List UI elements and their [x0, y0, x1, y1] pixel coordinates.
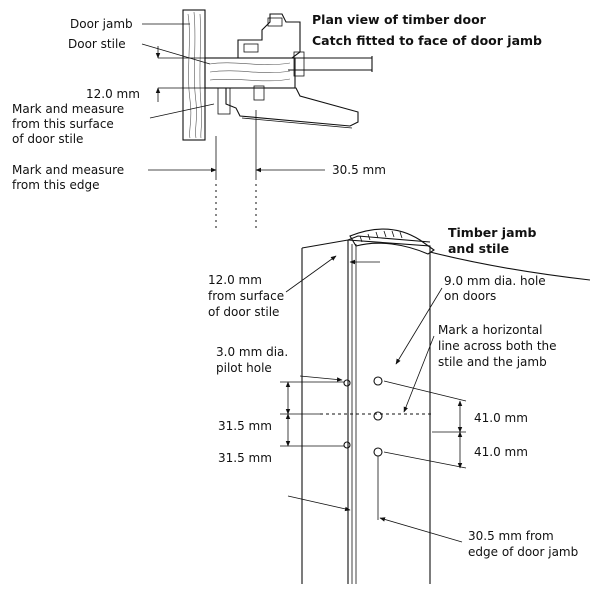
hole-9mm-bottom — [373, 447, 383, 457]
plan-view-drawing — [141, 9, 373, 232]
jamb-title-line2: and stile — [448, 241, 509, 256]
mark-line-line1: Mark a horizontal — [438, 323, 542, 337]
catch-lever — [225, 87, 359, 127]
mark-surface-line3: of door stile — [12, 132, 83, 146]
dim-31-5mm-bottom: 31.5 mm — [218, 451, 272, 465]
mark-edge-line2: from this edge — [12, 178, 99, 192]
door-jamb-label: Door jamb — [70, 17, 133, 31]
hole-9mm-middle — [373, 411, 383, 421]
jamb-title-line1: Timber jamb — [448, 225, 537, 240]
mark-line-line3: stile and the jamb — [438, 355, 547, 369]
mark-surface-line2: from this surface — [12, 117, 114, 131]
plan-view-title-line2: Catch fitted to face of door jamb — [312, 33, 542, 48]
pilot-hole-top — [343, 379, 351, 387]
dim-41mm-bottom: 41.0 mm — [474, 445, 528, 459]
pilot-hole-line2: pilot hole — [216, 361, 272, 375]
pilot-hole-line1: 3.0 mm dia. — [216, 345, 288, 359]
hole-9mm-line2: on doors — [444, 289, 496, 303]
pilot-hole-bottom — [343, 441, 351, 449]
catch-body — [237, 13, 301, 59]
door-stile-section — [204, 57, 296, 89]
dim-31-5mm-top: 31.5 mm — [218, 419, 272, 433]
plan-view-title-line1: Plan view of timber door — [312, 12, 487, 27]
dim-41mm-top: 41.0 mm — [474, 411, 528, 425]
from-surface-line1: 12.0 mm — [208, 273, 262, 287]
mark-line-line2: line across both the — [438, 339, 557, 353]
dim-12mm-label: 12.0 mm — [86, 87, 140, 101]
from-surface-line3: of door stile — [208, 305, 279, 319]
jamb-stile-drawing — [280, 228, 591, 584]
hole-9mm-line1: 9.0 mm dia. hole — [444, 274, 546, 288]
mark-edge-line1: Mark and measure — [12, 163, 124, 177]
edge-label-line1: 30.5 mm from — [468, 529, 554, 543]
from-surface-line2: from surface — [208, 289, 284, 303]
mark-surface-line1: Mark and measure — [12, 102, 124, 116]
hole-9mm-top — [373, 376, 383, 386]
door-stile-label: Door stile — [68, 37, 126, 51]
edge-label-line2: edge of door jamb — [468, 545, 578, 559]
dim-30-5mm-label: 30.5 mm — [332, 163, 386, 177]
